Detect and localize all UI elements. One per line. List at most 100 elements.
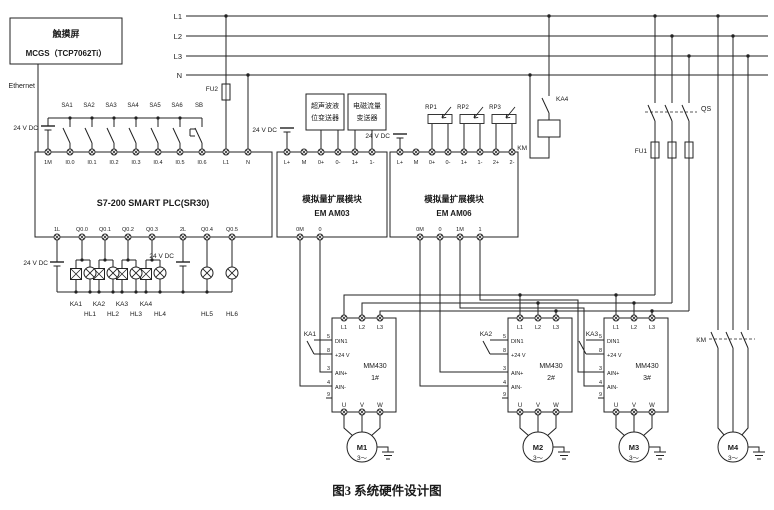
ka2-contact-label: KA2: [480, 331, 493, 338]
plc-term: Q0.0: [76, 227, 88, 233]
am06-term: 1-: [478, 160, 483, 166]
control-wires: [529, 16, 550, 159]
motor-lead-wires: [343, 412, 653, 437]
am03-model: EM AM03: [314, 209, 350, 218]
am06-24v-symbol: [392, 133, 408, 139]
am06-term: 0: [438, 227, 441, 233]
fu1-label: FU1: [635, 148, 648, 155]
switch-label-sa6: SA6: [171, 103, 183, 109]
drive3-box: [603, 317, 669, 413]
drive-pin-num: 5: [599, 334, 602, 340]
drive-name: MM430: [635, 363, 658, 370]
drive-pin-label: +24 V: [511, 353, 526, 359]
qs-fu1-branch: QS FU1: [635, 16, 711, 311]
drive-term: L1: [613, 325, 619, 331]
drive2-box: [507, 317, 573, 413]
fuse-fu2-symbol: [221, 83, 231, 101]
ka2-contact-wires: [482, 339, 508, 399]
output-wires: [56, 237, 233, 293]
hmi-title: 触摸屏: [51, 28, 79, 39]
phase-distribution-wires: [343, 294, 689, 318]
drive-term: L3: [553, 325, 559, 331]
drive-pin-num: 4: [503, 380, 506, 386]
am03-box: [276, 151, 388, 238]
flow-transmitter-label: 电磁流量: [353, 101, 381, 110]
drive-term: W: [553, 403, 559, 409]
drive-pin-num: 3: [327, 366, 330, 372]
supply-label: 24 V DC: [365, 133, 390, 140]
hmi-model: MCGS（TCP7062Ti）: [26, 48, 107, 58]
lamp-hl5: [200, 266, 214, 280]
drive-pin-num: 4: [599, 380, 602, 386]
am03-term: 0M: [296, 227, 304, 233]
fu2-label: FU2: [206, 86, 219, 93]
switch-label-sa2: SA2: [83, 103, 95, 109]
lamp-hl6: [225, 266, 239, 280]
drive-pin-num: 5: [503, 334, 506, 340]
plc-supply-drop: FU2: [206, 16, 249, 152]
lamp-label-hl3: HL3: [130, 311, 142, 318]
ground-lead-wires: [377, 446, 760, 452]
switch-label-sa4: SA4: [127, 103, 139, 109]
drive-pin-label: AIN-: [335, 385, 346, 391]
am06-term: L+: [397, 160, 403, 166]
junction-dots: [68, 14, 750, 313]
pot-label-rp1: RP1: [425, 105, 437, 111]
am06-term: 2-: [510, 160, 515, 166]
am06-module: 模拟量扩展模块 EM AM06 L+ M 0+ 0- 1+ 1- 2+ 2- 0…: [365, 105, 604, 387]
km-motor-branch: KM: [696, 16, 755, 437]
motor-label: M4: [728, 443, 739, 452]
plc-term: I0.6: [197, 160, 206, 166]
drive-pin-num: 5: [327, 334, 330, 340]
qs-wires: [647, 16, 690, 311]
plc-term: Q0.1: [99, 227, 111, 233]
drive-term: W: [649, 403, 655, 409]
drive-term: L1: [341, 325, 347, 331]
switch-label-sa3: SA3: [105, 103, 117, 109]
drive-pin-label: +24 V: [607, 353, 622, 359]
drive-term: L3: [377, 325, 383, 331]
transmitters: 超声波液 位变送器 电磁流量 变送器: [305, 93, 387, 131]
switch-label-sb: SB: [195, 103, 203, 109]
drive-term: L2: [631, 325, 637, 331]
relay-coil-ka1: [70, 268, 82, 280]
drive-pin-label: AIN-: [607, 385, 618, 391]
pot-label-rp3: RP3: [489, 105, 501, 111]
am06-term: 0+: [429, 160, 435, 166]
am06-term: 1+: [461, 160, 467, 166]
drive-pin-num: 8: [503, 348, 506, 354]
drive-pin-num: 8: [599, 348, 602, 354]
flow-transmitter-box: [347, 93, 387, 131]
drive-pin-label: DIN1: [335, 339, 348, 345]
input-wires: [47, 117, 203, 152]
motor-phase: 3～: [728, 455, 739, 462]
ultrasonic-transmitter-box: [305, 93, 345, 131]
ka3-contact-wires: [578, 339, 604, 399]
output-24v-symbol-2: [175, 261, 191, 267]
hmi-panel: 触摸屏 MCGS（TCP7062Ti） Ethernet: [9, 17, 123, 152]
am03-term: 1-: [370, 160, 375, 166]
plc-term: 1M: [44, 160, 52, 166]
am06-term: 1M: [456, 227, 464, 233]
rail-label-l1: L1: [174, 12, 182, 21]
motor-phase: 3～: [533, 455, 544, 462]
drive-term: V: [536, 403, 540, 409]
drive-pin-num: 3: [599, 366, 602, 372]
drive-name: MM430: [363, 363, 386, 370]
plc-term: I0.1: [87, 160, 96, 166]
hmi-box: [9, 17, 123, 65]
supply-label: 24 V DC: [149, 253, 174, 260]
lamp-label-hl5: HL5: [201, 311, 213, 318]
drive-term: L1: [517, 325, 523, 331]
ka1-contact-wires: [306, 339, 332, 399]
motor-label: M2: [533, 443, 543, 452]
ground-icon: [752, 451, 766, 460]
rail-label-n: N: [177, 71, 182, 80]
am06-wires: [399, 124, 604, 387]
qs-label: QS: [701, 106, 711, 113]
fu2-wires: [225, 16, 249, 152]
drive-term: U: [342, 403, 346, 409]
am03-wires: [286, 130, 373, 387]
plc-term: Q0.5: [226, 227, 238, 233]
